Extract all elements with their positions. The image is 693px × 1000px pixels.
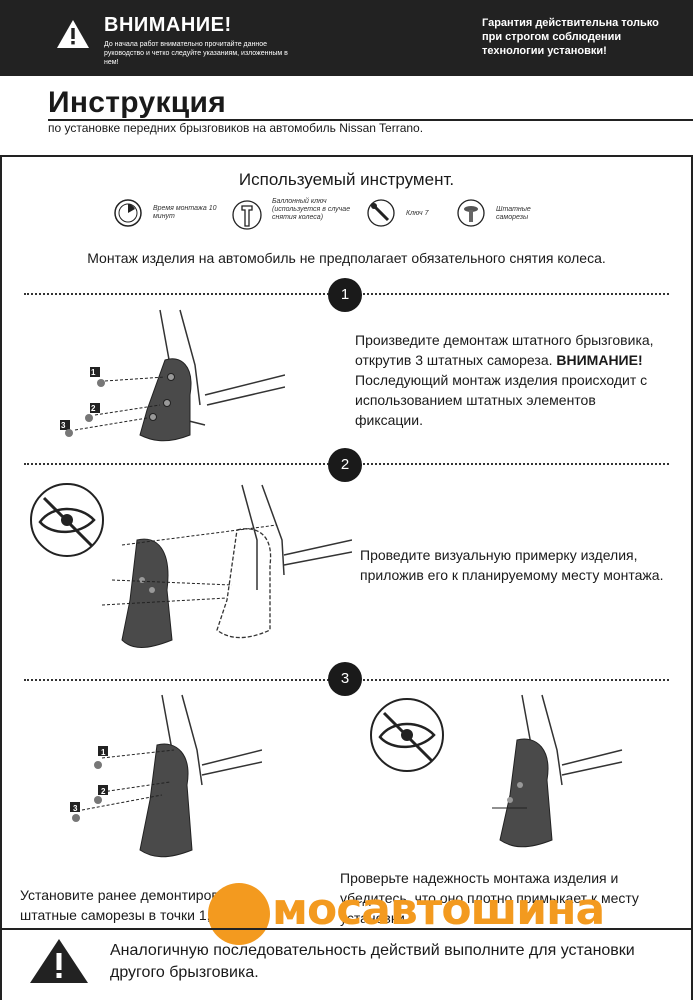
- step3-left-text: Установите ранее демонтированные штатные…: [20, 887, 260, 923]
- tool-wheel-wrench: Баллонный ключ (используется в случае сн…: [232, 198, 352, 234]
- doc-title-block: Инструкция: [48, 86, 226, 120]
- bottom-note: Аналогичную последовательность действий …: [110, 942, 635, 981]
- warning-title: ВНИМАНИЕ!: [104, 14, 232, 36]
- clock-icon: [114, 199, 142, 227]
- warning-icon: [57, 20, 89, 48]
- callout-2: 2: [101, 787, 106, 796]
- key-icon: [367, 199, 395, 227]
- step1-text-bold: ВНИМАНИЕ!: [556, 352, 643, 368]
- step2-illustration: [30, 483, 352, 648]
- step3-right-text: Проверьте надежность монтажа изделия и у…: [340, 870, 639, 926]
- callout-1: 1: [101, 748, 106, 757]
- warning-subtext: До начала работ внимательно прочитайте д…: [104, 41, 288, 66]
- step1-text: Произведите демонтаж штатного брызговика…: [355, 330, 655, 430]
- no-wheel-note: Монтаж изделия на автомобиль не предпола…: [87, 250, 606, 266]
- watermark-logo-circle: [208, 883, 270, 945]
- callout-3: 3: [73, 804, 78, 813]
- step3-right-illustration: [370, 694, 623, 848]
- tools-heading: Используемый инструмент.: [238, 170, 455, 189]
- page-title: Инструкция: [48, 86, 227, 119]
- callout-2: 2: [91, 404, 96, 413]
- warning-header: ВНИМАНИЕ! До начала работ внимательно пр…: [0, 0, 693, 76]
- tool-label: Штатные саморезы: [496, 206, 531, 221]
- tool-time: Время монтажа 10 минут: [113, 198, 223, 234]
- page-subtitle: по установке передних брызговиков на авт…: [48, 121, 424, 135]
- step1-text-after: Последующий монтаж изделия происходит с …: [355, 372, 648, 428]
- wrench-icon: [232, 200, 262, 230]
- step2-text: Проведите визуальную примерку изделия, п…: [360, 547, 664, 583]
- screw-icon: [457, 199, 485, 227]
- tool-screws: Штатные саморезы: [456, 198, 556, 234]
- tool-key: Ключ 7: [366, 198, 446, 234]
- title-rule: [48, 119, 693, 121]
- warning-icon: [30, 939, 88, 983]
- callout-1: 1: [91, 368, 96, 377]
- tool-label: Время монтажа 10 минут: [153, 205, 217, 220]
- step3-left-illustration: [70, 694, 262, 858]
- step1-illustration: [60, 309, 285, 442]
- content-frame: [0, 155, 693, 1000]
- tool-label: Ключ 7: [406, 210, 429, 217]
- tool-label: Баллонный ключ (используется в случае сн…: [272, 198, 351, 221]
- step-number-badge: 3: [328, 662, 362, 696]
- step-number-badge: 2: [328, 448, 362, 482]
- callout-3: 3: [61, 421, 66, 430]
- guarantee-note: Гарантия действительна только при строго…: [482, 17, 659, 57]
- bottom-rule: [0, 928, 693, 930]
- step-number-badge: 1: [328, 278, 362, 312]
- step1-text-main: Произведите демонтаж штатного брызговика…: [355, 332, 654, 368]
- watermark-logo-text: мосавтошина: [272, 884, 605, 935]
